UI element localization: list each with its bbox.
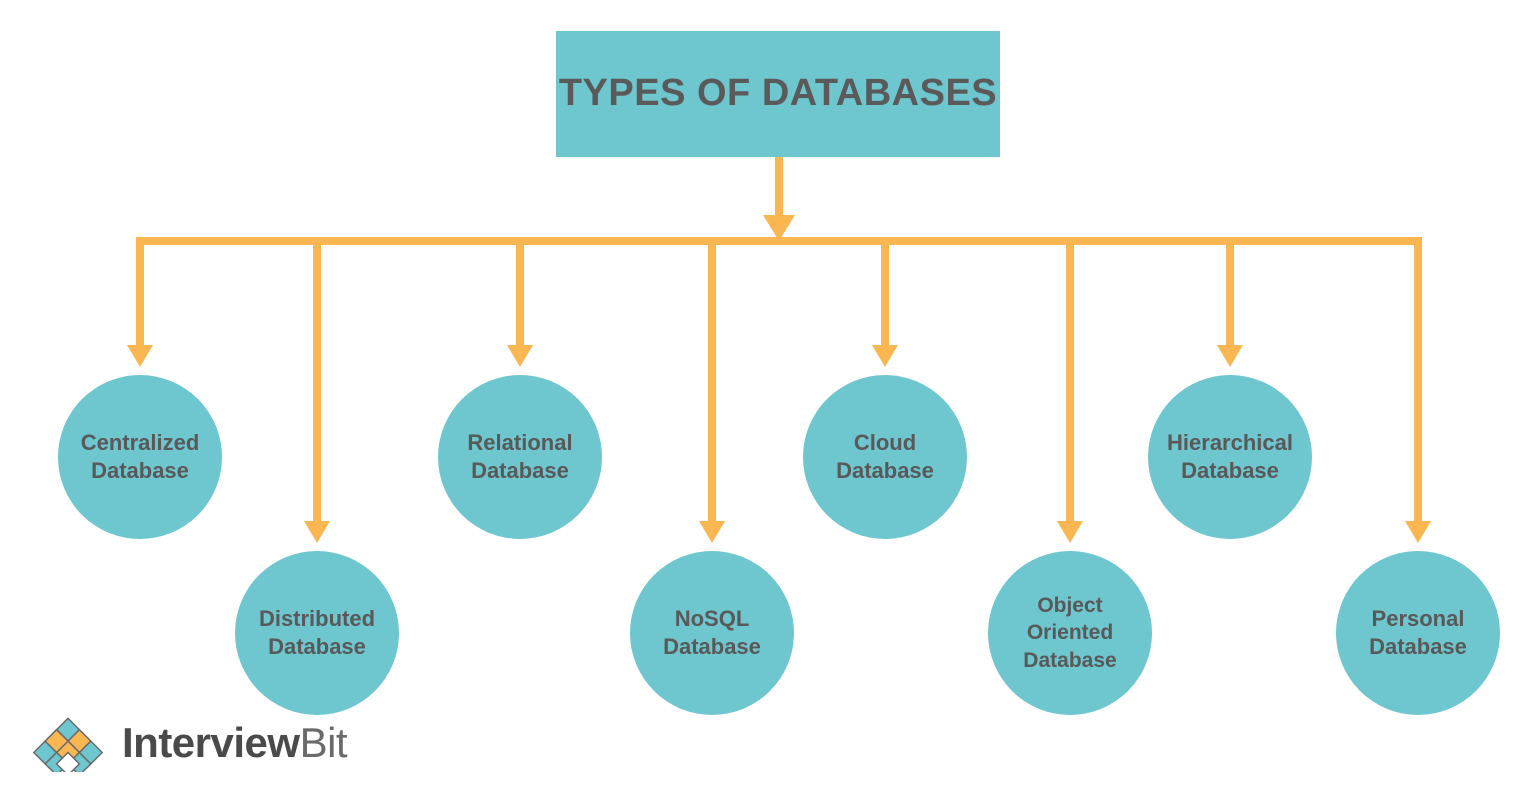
node-personal-database[interactable]: Personal Database: [1336, 551, 1500, 715]
diagram-title-box: TYPES OF DATABASES: [556, 31, 1000, 157]
connector-branch-nosql: [708, 237, 716, 525]
interviewbit-diamond-mark: [32, 717, 104, 772]
node-label: Hierarchical Database: [1167, 429, 1293, 483]
logo-text-primary: Interview: [122, 719, 300, 766]
node-cloud-database[interactable]: Cloud Database: [803, 375, 967, 539]
connector-branch-relational: [516, 237, 524, 349]
page-title: TYPES OF DATABASES: [558, 72, 998, 115]
connector-root-stem: [775, 157, 783, 219]
node-label: Personal Database: [1369, 605, 1467, 659]
arrowhead-relational: [507, 345, 533, 367]
connector-horizontal-bar: [136, 237, 1422, 245]
node-nosql-database[interactable]: NoSQL Database: [630, 551, 794, 715]
arrowhead-nosql: [699, 521, 725, 543]
node-label: Distributed Database: [258, 605, 376, 659]
arrowhead-centralized: [127, 345, 153, 367]
node-distributed-database[interactable]: Distributed Database: [235, 551, 399, 715]
node-hierarchical-database[interactable]: Hierarchical Database: [1148, 375, 1312, 539]
node-relational-database[interactable]: Relational Database: [438, 375, 602, 539]
node-label: Object Oriented Database: [1023, 594, 1117, 672]
node-centralized-database[interactable]: Centralized Database: [58, 375, 222, 539]
connector-branch-object-oriented: [1066, 237, 1074, 525]
node-label: NoSQL Database: [663, 605, 761, 659]
connector-branch-cloud: [881, 237, 889, 349]
connector-branch-personal: [1414, 237, 1422, 525]
node-label: Cloud Database: [836, 429, 934, 483]
node-label: Relational Database: [467, 429, 573, 483]
connector-branch-distributed: [313, 237, 321, 525]
connector-branch-centralized: [136, 237, 144, 349]
connector-branch-hierarchical: [1226, 237, 1234, 349]
node-object-oriented-database[interactable]: Object Oriented Database: [988, 551, 1152, 715]
node-label: Centralized Database: [80, 429, 200, 483]
arrowhead-hierarchical: [1217, 345, 1243, 367]
logo-text-secondary: Bit: [299, 719, 348, 766]
arrowhead-personal: [1405, 521, 1431, 543]
interviewbit-wordmark: InterviewBit: [122, 719, 348, 766]
arrowhead-distributed: [304, 521, 330, 543]
interviewbit-logo: InterviewBit: [30, 712, 348, 774]
arrowhead-root: [763, 215, 795, 241]
arrowhead-object-oriented: [1057, 521, 1083, 543]
arrowhead-cloud: [872, 345, 898, 367]
